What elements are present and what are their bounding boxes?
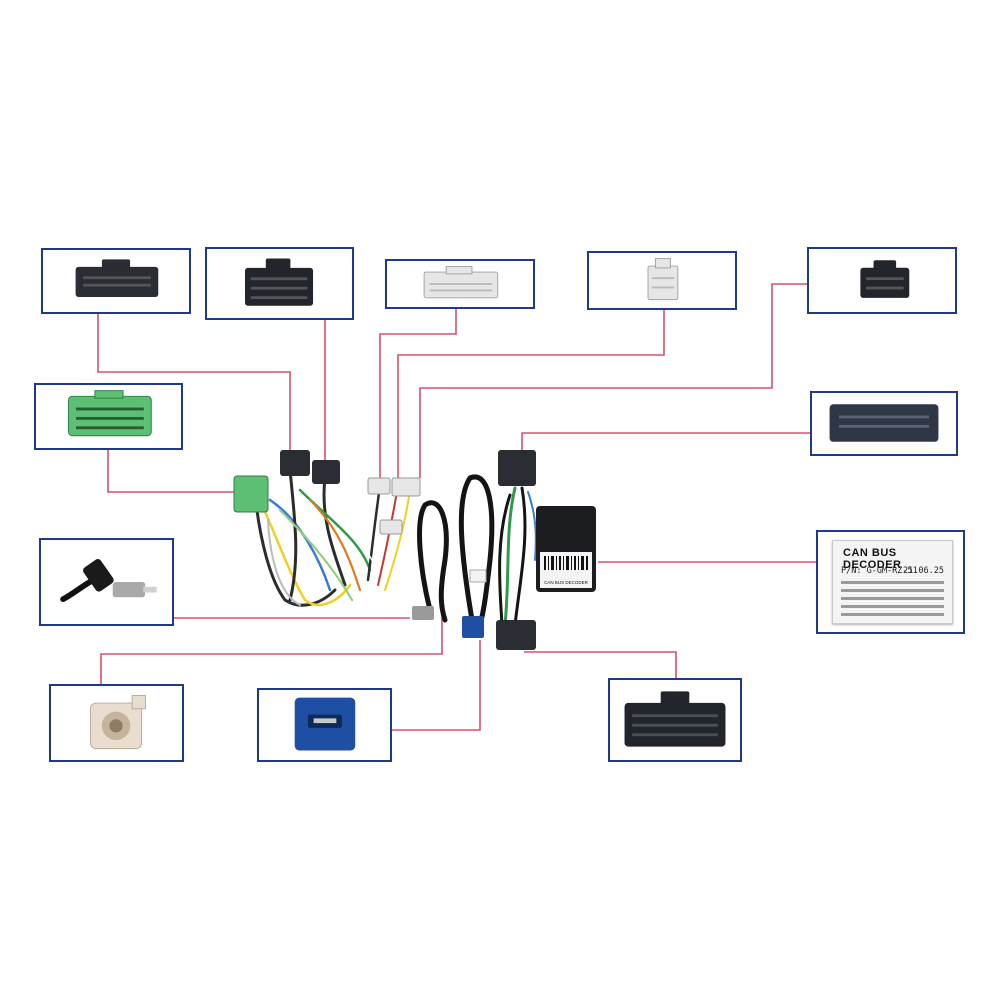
green-plug-icon (68, 390, 152, 437)
callout-can-bus-decoder-label: CAN BUS DECODER P/N: G-GM-RZ-51 21.06.25 (816, 530, 965, 634)
harness-white-plug (367, 477, 391, 495)
callout-top-white-connector-2 (587, 251, 737, 310)
harness-green-plug (233, 475, 269, 513)
leader-line (379, 308, 457, 478)
white-plug-icon (647, 258, 679, 301)
callout-right-black-connector (810, 391, 958, 456)
antenna-plug-small (412, 606, 434, 620)
harness-white-plug (391, 477, 421, 497)
fakra-icon (89, 695, 146, 750)
leader-line (524, 651, 677, 678)
decoder-wires (498, 486, 537, 627)
callout-antenna-plug (39, 538, 174, 626)
leader-line (397, 309, 665, 478)
black-plug-icon (624, 691, 726, 747)
callout-fakra-connector (49, 684, 184, 762)
decoder-part-number: P/N: G-GM-RZ-51 (841, 566, 918, 576)
callout-large-black-connector (608, 678, 742, 762)
decoder-label-fine-print (841, 581, 944, 621)
callout-green-connector (34, 383, 183, 450)
black-plug-icon (245, 258, 314, 306)
black-plug-icon (75, 259, 159, 297)
leader-line (392, 640, 481, 731)
black-plug-icon (860, 260, 910, 298)
decoder-top-plug (498, 450, 536, 486)
blue-usb-plug (462, 616, 484, 638)
coiled-cables (417, 474, 495, 628)
callout-top-black-connector-1 (41, 248, 191, 314)
leader-line (521, 432, 810, 455)
leader-lines (97, 283, 816, 731)
leader-line (107, 448, 238, 493)
callout-top-black-connector-3 (807, 247, 957, 314)
black-plug-icon (829, 404, 939, 442)
callout-top-white-connector-1 (385, 259, 535, 309)
leader-line (419, 283, 808, 478)
decoder-label-title: CAN BUS DECODER (843, 547, 902, 571)
callout-usb-connector (257, 688, 392, 762)
white-plug-icon (423, 266, 499, 299)
harness-black-plug (280, 450, 310, 476)
callout-top-black-connector-2 (205, 247, 354, 320)
harness-black-plug (312, 460, 340, 484)
leader-line (97, 312, 291, 455)
decoder-label-date: 21.06.25 (903, 566, 944, 576)
antenna-icon (60, 559, 157, 603)
decoder-label-card: CAN BUS DECODER P/N: G-GM-RZ-51 21.06.25 (832, 540, 953, 624)
decoder-barcode (544, 556, 588, 570)
white-tag (469, 569, 487, 583)
leader-line (100, 608, 443, 684)
usb-icon (294, 697, 356, 751)
decoder-box-text: CAN BUS DECODER (544, 580, 589, 585)
decoder-bottom-plug (496, 620, 536, 650)
harness-white-plug (379, 519, 403, 535)
wire-bundle (253, 468, 411, 607)
